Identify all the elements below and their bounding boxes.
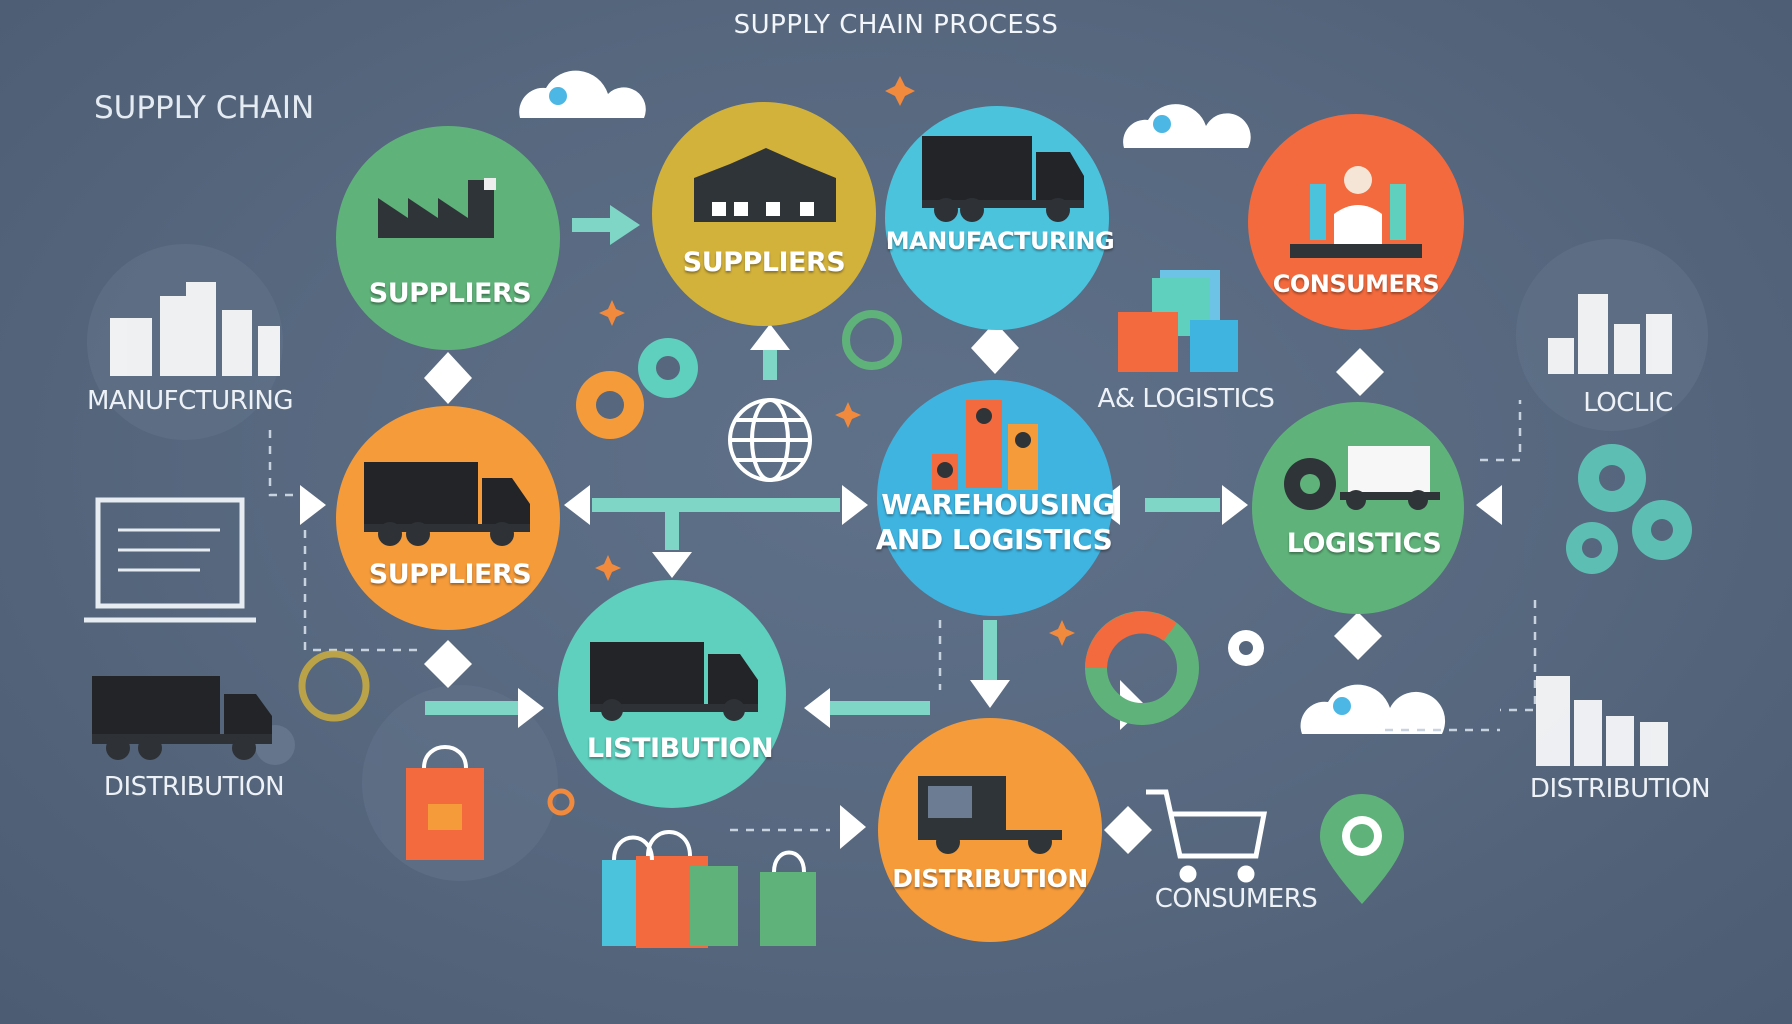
node-warehousing xyxy=(877,380,1113,616)
node-distribution xyxy=(878,718,1102,942)
node-label-logistics: LOGISTICS xyxy=(1286,528,1442,559)
node-suppliers-left xyxy=(336,406,560,630)
cubes-icon xyxy=(1118,270,1238,372)
gear-icon xyxy=(842,310,902,370)
node-consumers xyxy=(1248,114,1464,330)
node-suppliers-top xyxy=(336,126,560,350)
gear-icon xyxy=(298,650,370,722)
dashed-lines xyxy=(268,400,1537,832)
node-label-listibution: LISTIBUTION xyxy=(586,733,774,764)
side-label-logistics: A& LOGISTICS xyxy=(1097,384,1275,414)
node-manufacturing xyxy=(885,106,1109,330)
diagram-title: SUPPLY CHAIN PROCESS xyxy=(733,10,1059,40)
truck-icon xyxy=(92,676,272,760)
side-label-manufacturing: MANUFCTURING xyxy=(86,386,294,416)
node-label-suppliers-left: SUPPLIERS xyxy=(368,559,532,590)
side-label-distribution-right: DISTRIBUTION xyxy=(1529,774,1711,804)
node-label-suppliers-top: SUPPLIERS xyxy=(368,278,532,309)
gear-icon xyxy=(1566,444,1692,574)
pallet-stacks-icon xyxy=(1536,294,1672,766)
shopping-cart-icon xyxy=(1146,789,1268,883)
side-label-consumers: CONSUMERS xyxy=(1154,884,1318,914)
flow-arrows xyxy=(425,218,1220,715)
cloud-icon xyxy=(519,70,646,118)
location-pin-icon xyxy=(1320,794,1404,904)
side-label-distribution-left: DISTRIBUTION xyxy=(103,772,285,802)
gear-icon xyxy=(1228,630,1264,666)
gear-icon xyxy=(638,338,698,398)
city-buildings-icon xyxy=(110,282,280,376)
node-label-distribution: DISTRIBUTION xyxy=(892,864,1088,893)
node-label-suppliers-mid-top: SUPPLIERS xyxy=(682,247,846,278)
node-listibution xyxy=(558,580,786,808)
diamond-connectors xyxy=(424,322,1384,854)
donut-chart-icon xyxy=(1085,611,1199,725)
node-logistics xyxy=(1252,402,1464,614)
corner-title: SUPPLY CHAIN xyxy=(94,90,315,126)
node-label-warehousing-line2: AND LOGISTICS xyxy=(875,523,1113,556)
laptop-icon xyxy=(84,497,256,623)
flow-arrowheads xyxy=(300,205,1502,849)
gear-icon xyxy=(576,371,644,439)
cloud-icon xyxy=(1123,104,1251,148)
globe-icon xyxy=(728,398,812,482)
cloud-icon xyxy=(1300,684,1446,734)
side-label-loclic: LOCLIC xyxy=(1583,388,1673,418)
sparkle-icons xyxy=(547,76,1075,816)
node-label-consumers: CONSUMERS xyxy=(1272,270,1440,298)
shopping-bags-icon xyxy=(406,745,816,948)
node-label-warehousing-line1: WAREHOUSING xyxy=(881,488,1115,521)
node-label-manufacturing: MANUFACTURING xyxy=(885,227,1115,255)
node-suppliers-mid-top xyxy=(652,102,876,326)
